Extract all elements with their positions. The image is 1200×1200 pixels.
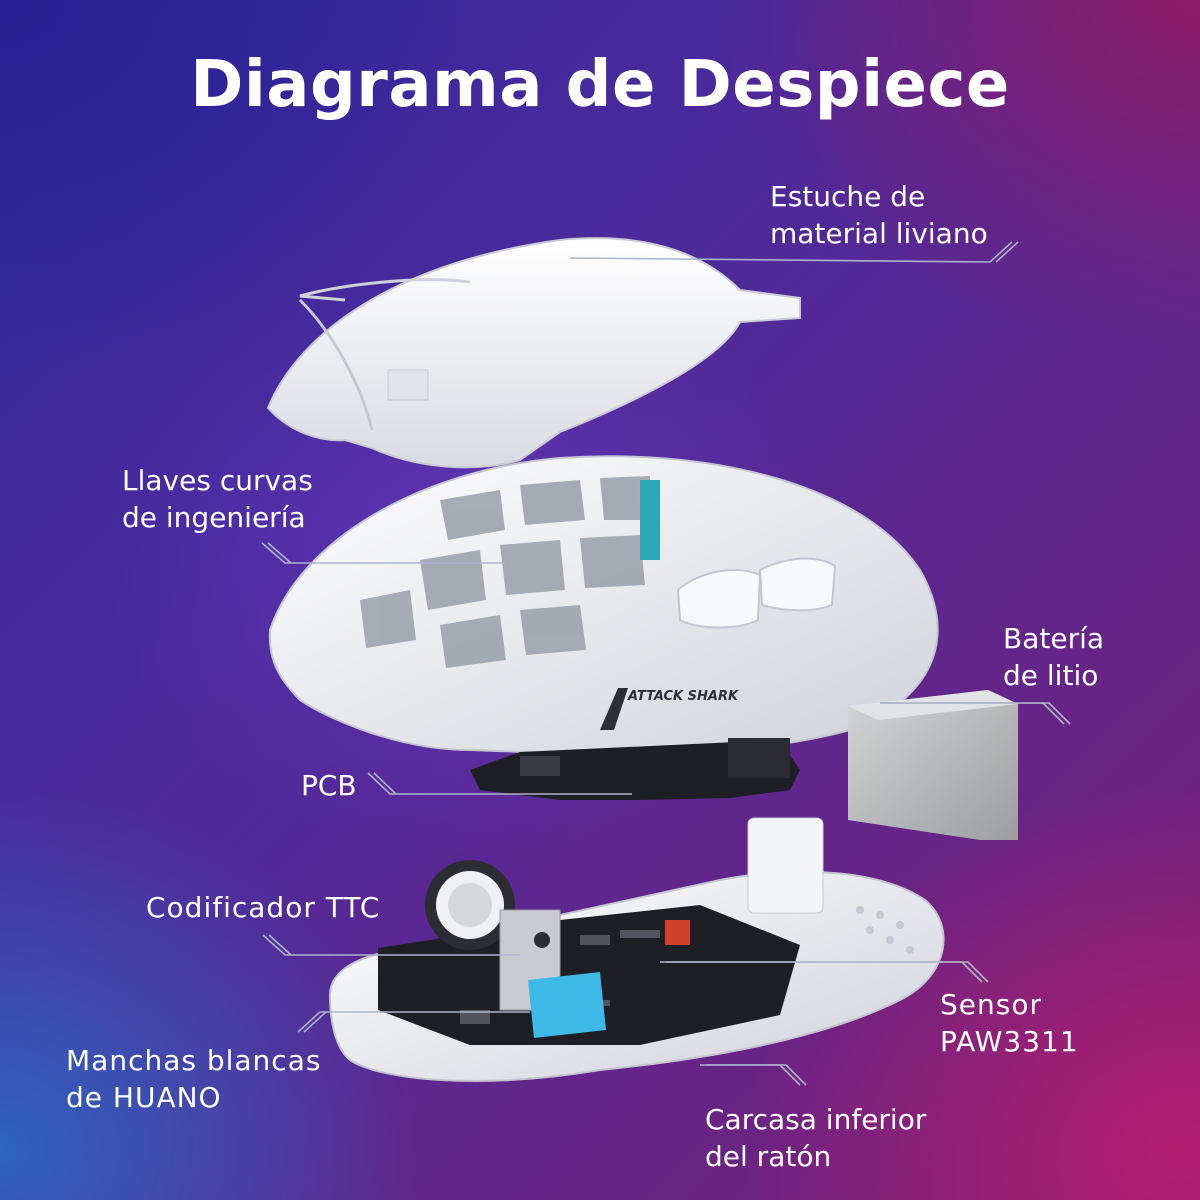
label-sensor-line1: Sensor [940, 988, 1042, 1021]
label-ttc-encoder-line1: Codificador TTC [146, 891, 381, 924]
label-bottom-shell-line2: del ratón [705, 1140, 832, 1173]
label-pcb-line1: PCB [301, 769, 357, 802]
brand-logo-text: ATTACK SHARK [627, 689, 739, 704]
label-huano-switches-line1: Manchas blancas [66, 1044, 322, 1077]
label-huano-switches-line2: de HUANO [66, 1081, 222, 1114]
top-shell [266, 237, 801, 469]
scroll-wheel [425, 860, 515, 950]
label-lithium-battery-line2: de litio [1003, 659, 1099, 692]
label-ttc-encoder: Codificador TTC [146, 889, 380, 926]
diagram-title: Diagrama de Despiece [190, 48, 1010, 122]
label-bottom-shell-line1: Carcasa inferior [705, 1103, 927, 1136]
label-lightweight-case: Estuche de material liviano [770, 178, 988, 252]
label-lithium-battery: Batería de litio [1003, 620, 1104, 694]
label-pcb: PCB [301, 767, 357, 804]
label-bottom-shell: Carcasa inferior del ratón [705, 1101, 926, 1175]
label-sensor-line2: PAW3311 [940, 1025, 1079, 1058]
pcb-board [470, 738, 800, 800]
lithium-battery [848, 690, 1018, 840]
label-lithium-battery-line1: Batería [1003, 622, 1105, 655]
label-huano-switches: Manchas blancas de HUANO [66, 1042, 321, 1116]
brand-logo: ATTACK SHARK [600, 688, 739, 730]
label-lightweight-case-line1: Estuche de [770, 180, 926, 213]
leader-lines [261, 241, 1071, 1086]
label-curved-keys-line2: de ingeniería [122, 501, 306, 534]
label-sensor: Sensor PAW3311 [940, 986, 1079, 1060]
label-lightweight-case-line2: material liviano [770, 217, 988, 250]
main-body: ATTACK SHARK [268, 455, 939, 755]
label-curved-keys-line1: Llaves curvas [122, 464, 313, 497]
label-curved-keys: Llaves curvas de ingeniería [122, 462, 313, 536]
bottom-shell [328, 817, 945, 1082]
